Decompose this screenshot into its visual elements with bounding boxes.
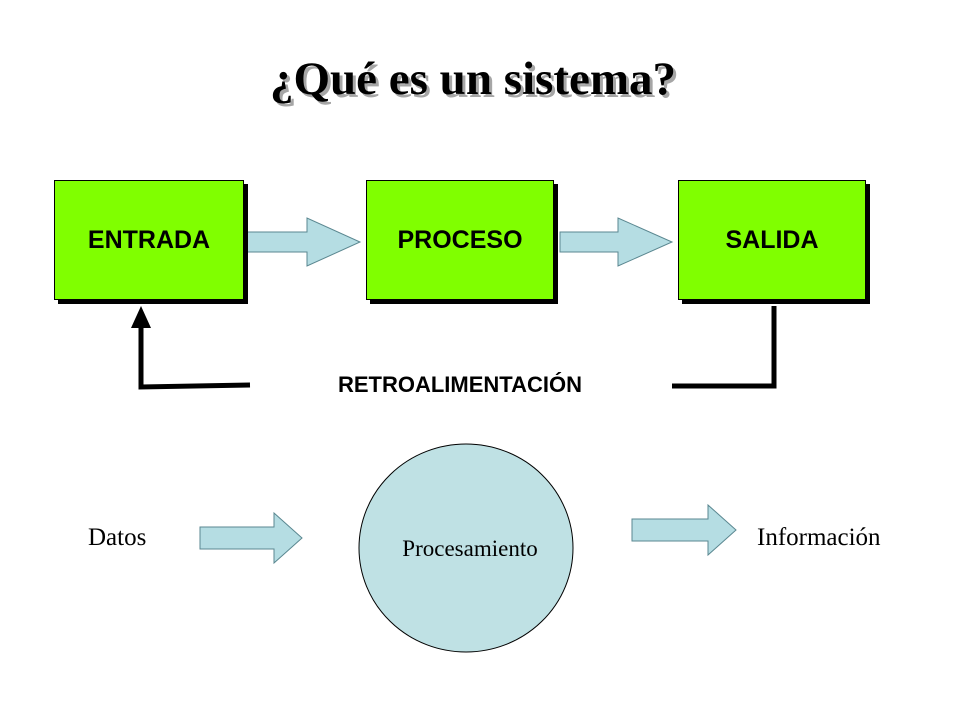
entrada-box: ENTRADA <box>54 180 244 300</box>
arrow-proceso-salida <box>559 217 674 267</box>
informacion-label: Información <box>757 524 881 551</box>
feedback-label: RETROALIMENTACIÓN <box>337 372 583 397</box>
datos-label: Datos <box>88 524 147 551</box>
feedback-line-left <box>138 325 251 390</box>
procesamiento-circle <box>358 443 574 653</box>
feedback-arrowhead <box>131 306 151 328</box>
arrow-informacion <box>631 503 737 557</box>
arrow-datos <box>199 511 303 565</box>
page-title: ¿Qué es un sistema? <box>269 53 677 105</box>
arrow-entrada-proceso <box>246 217 362 267</box>
procesamiento-label: Procesamiento <box>402 536 538 561</box>
salida-box: SALIDA <box>678 180 866 300</box>
feedback-line-right <box>672 306 777 389</box>
proceso-box: PROCESO <box>366 180 554 300</box>
